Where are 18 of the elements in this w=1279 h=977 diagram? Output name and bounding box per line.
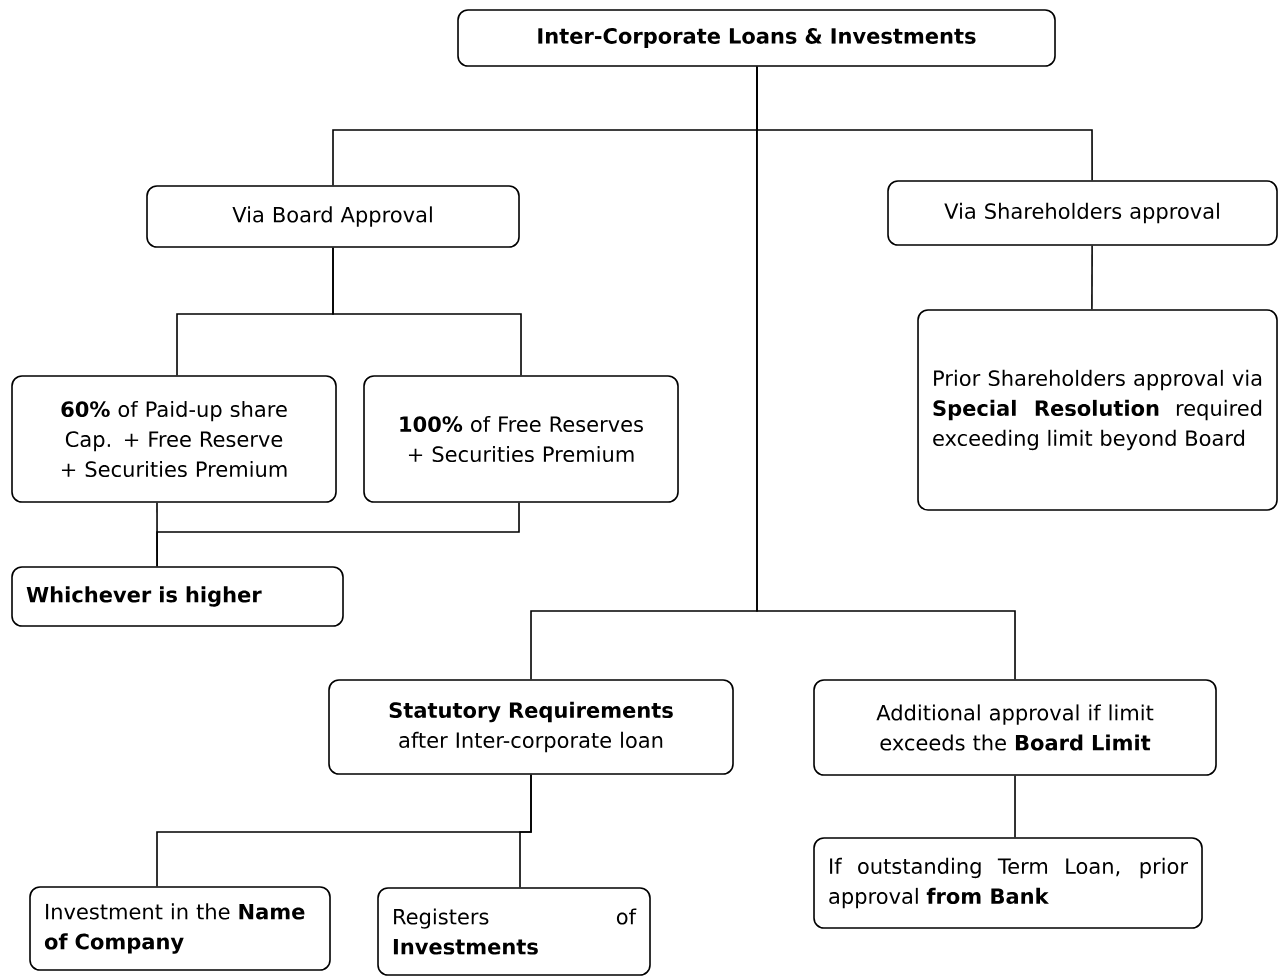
connector-line bbox=[1014, 775, 1016, 838]
process-box: Registers of Investments bbox=[377, 887, 651, 976]
connector-line bbox=[519, 774, 532, 888]
process-box: Additional approval if limit exceeds the Board Limit bbox=[813, 679, 1217, 776]
process-box: 60% of Paid-up share Cap. + Free Reserve + Securities Premium bbox=[11, 375, 337, 503]
process-box: Whichever is higher bbox=[11, 566, 344, 627]
process-box: Via Board Approval bbox=[146, 185, 520, 248]
process-box: Via Shareholders approval bbox=[887, 180, 1278, 246]
process-box: 100% of Free Reserves + Securities Premium bbox=[363, 375, 679, 503]
connector-line bbox=[156, 502, 520, 567]
process-box: Statutory Requirements after Inter-corporate loan bbox=[328, 679, 734, 775]
connector-line bbox=[756, 66, 1016, 680]
connector-line bbox=[332, 247, 522, 376]
process-box: If outstanding Term Loan, prior approval from Bank bbox=[813, 837, 1203, 929]
connector-line bbox=[1091, 245, 1093, 310]
process-box: Investment in the Name of Company bbox=[29, 886, 331, 971]
process-box: Prior Shareholders approval via Special Resolution required exceeding limit beyond Board bbox=[917, 309, 1278, 511]
process-box: Inter-Corporate Loans & Investments bbox=[457, 9, 1056, 67]
